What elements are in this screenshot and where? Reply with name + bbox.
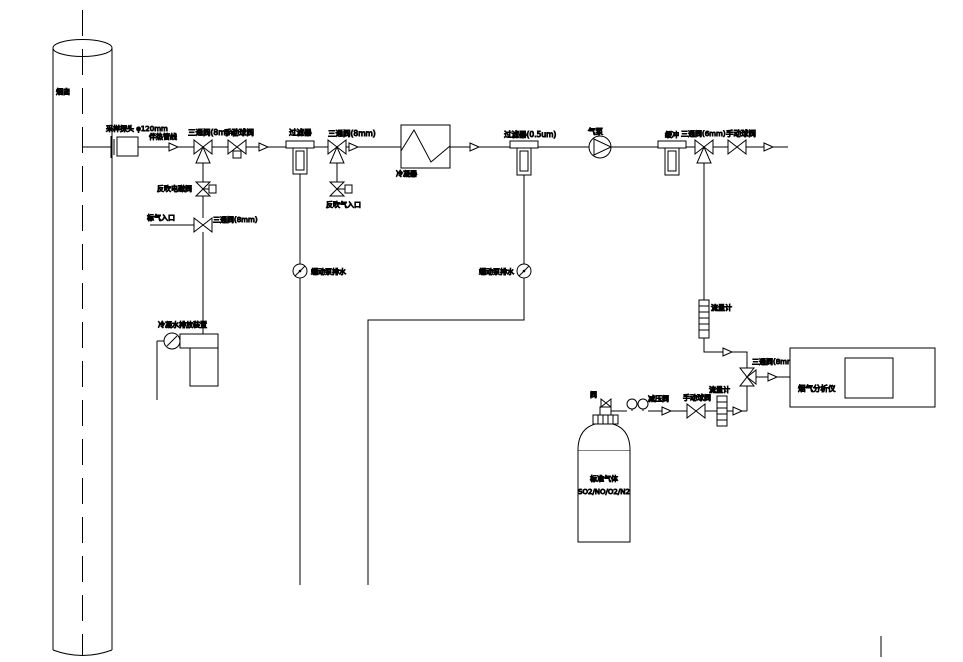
gas-cylinder [578, 399, 630, 542]
flowmeter-2 [717, 396, 747, 426]
flow-arrow [723, 348, 732, 356]
flow-arrow [662, 407, 671, 415]
three-way-valve-6mm [695, 140, 713, 300]
sampling-probe [83, 136, 139, 158]
blowback-inlet-valve [330, 182, 352, 196]
three-way-valve-2 [328, 140, 346, 182]
gas-analyzer [790, 348, 935, 407]
filter-1 [286, 141, 314, 585]
flow-arrow [349, 143, 358, 151]
flowmeter-1-label: 流量计 [711, 303, 732, 312]
flow-arrow [470, 143, 479, 151]
gas-analyzer-label: 烟气分析仪 [798, 383, 836, 393]
flow-arrow [768, 373, 777, 381]
separator-label: 冷凝水排放装置 [158, 320, 207, 329]
manual-ball-valve-1-label: 手动球阀 [224, 127, 254, 137]
manual-ball-valve-3-label: 手动球阀 [683, 393, 711, 402]
manual-ball-valve-1 [228, 140, 246, 158]
flow-arrow [733, 407, 742, 415]
sample-pump [589, 136, 611, 158]
manual-ball-valve-3 [687, 404, 717, 418]
three-way-valve-2-label: 三通阀(8mm) [328, 128, 376, 138]
blowback-solenoid-valve [196, 182, 216, 196]
manual-ball-valve-2 [728, 140, 746, 154]
probe-label: 采样探头 φ120mm [106, 124, 168, 133]
manual-ball-valve-2-label: 手动球阀 [726, 128, 756, 138]
regulator-label: 减压阀 [648, 394, 669, 403]
cylinder-gases: SO2/NO/O2/N2 [578, 488, 630, 496]
fine-filter [368, 141, 538, 585]
peristaltic-pump-2-label: 蠕动泵排水 [479, 267, 514, 276]
cal-gas-inlet-label: 标气入口 [147, 213, 175, 222]
blowback-inlet-label: 反吹气入口 [326, 200, 361, 209]
pressure-regulator [627, 399, 687, 415]
cylinder-valve-label: 阀 [590, 390, 597, 399]
condensate-drain-device [157, 333, 218, 400]
cal-gas-three-way-valve [150, 218, 212, 232]
condenser-label: 冷凝器 [396, 169, 417, 178]
three-way-valve-1 [194, 140, 212, 163]
condenser-cooler [401, 125, 450, 168]
peristaltic-pump-2 [517, 264, 531, 278]
flowmeter-2-label: 流量计 [709, 385, 730, 394]
analyzer-display [845, 358, 893, 398]
three-way-valve-analyzer [740, 368, 790, 411]
buffer-filter-label: 缓冲 [665, 130, 679, 139]
sample-pump-label: 气泵 [588, 126, 603, 136]
three-way-valve-analyzer-label: 三通阀(8mm) [752, 357, 797, 366]
flowmeter-1 [699, 300, 747, 368]
three-way-valve-1-label: 三通阀(8mm) [188, 127, 236, 137]
blowback-solenoid-label: 反吹电磁阀 [157, 184, 192, 193]
three-way-valve-6mm-label: 三通阀(6mm) [681, 129, 726, 138]
buffer-filter [658, 141, 686, 175]
heated-line-label: 伴热管线 [149, 132, 177, 141]
stack-chimney [53, 10, 112, 656]
cal-gas-valve-label: 三通阀(8mm) [213, 215, 258, 224]
flow-arrow [259, 143, 268, 151]
peristaltic-pump-1-label: 蠕动泵排水 [311, 267, 346, 276]
stack-label: 烟囱 [56, 87, 70, 96]
flow-arrow [169, 143, 178, 151]
main-sample-line [138, 143, 788, 151]
fine-filter-label: 过滤器(0.5um) [504, 129, 556, 139]
cylinder-valve [601, 399, 611, 407]
flow-arrow [764, 143, 773, 151]
cylinder-name: 标准气体 [590, 474, 618, 483]
peristaltic-pump-1 [293, 264, 307, 278]
filter-1-label: 过滤器 [289, 127, 312, 137]
